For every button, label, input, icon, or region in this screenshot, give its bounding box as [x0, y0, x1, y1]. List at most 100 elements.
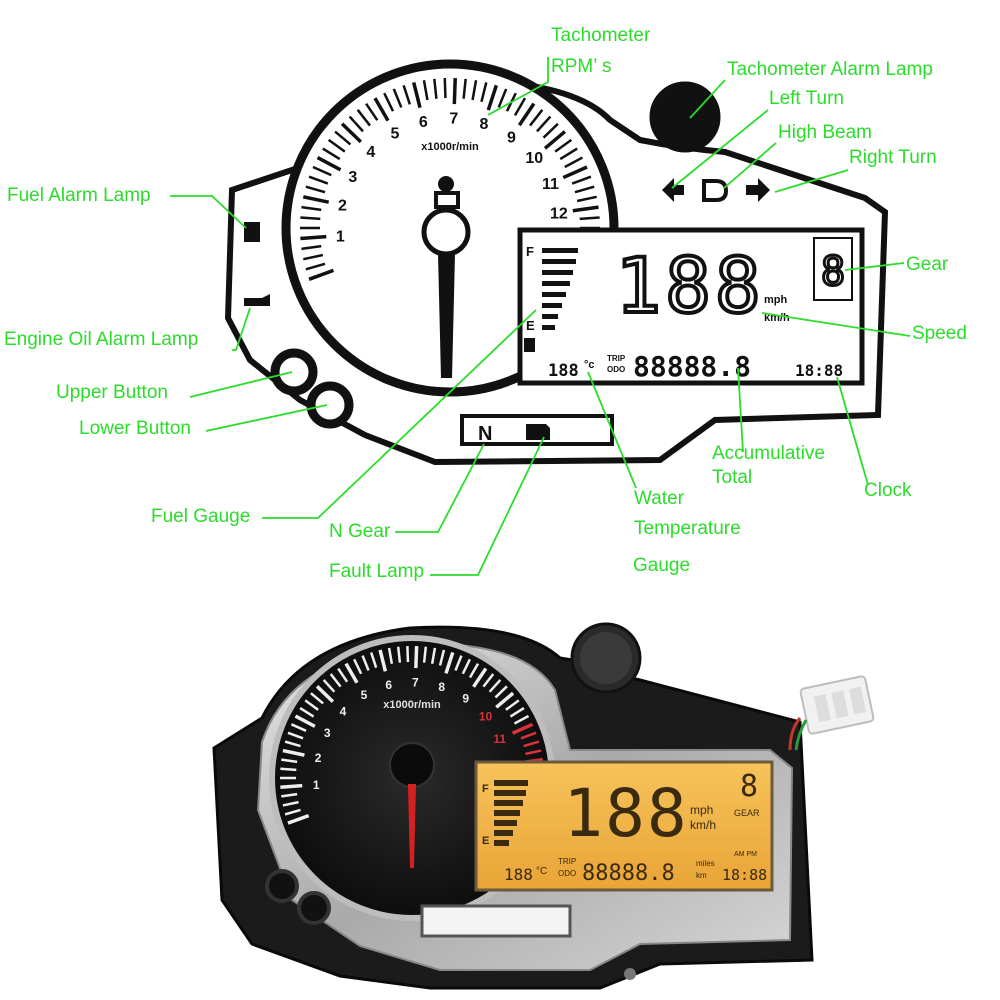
tach-tick [497, 88, 508, 108]
fuel-pump-icon [524, 338, 535, 352]
photo-tach-tick [488, 679, 502, 693]
photo-tach-tick [513, 714, 530, 725]
callout-upper-button: Upper Button [56, 382, 168, 403]
photo-tach-tick [284, 808, 301, 816]
photo-lower-button[interactable] [297, 891, 331, 925]
callout-water: Water [634, 488, 684, 509]
tach-tick [559, 147, 578, 161]
callout-speed: Speed [912, 323, 967, 344]
tach-tick [300, 216, 321, 221]
tach-tick [422, 80, 429, 101]
photo-tach-tick [280, 783, 303, 789]
photo-tach-tick [287, 813, 310, 825]
needle-bracket [434, 191, 460, 209]
callout-right-turn: Right Turn [849, 147, 937, 168]
tach-number: 4 [366, 144, 375, 161]
tach-number: 7 [449, 111, 458, 128]
photo-tach-tick [282, 800, 299, 807]
callout-fuel-gauge: Fuel Gauge [151, 506, 251, 527]
photo-tach-tick [282, 748, 305, 757]
tachometer-alarm-lamp [649, 81, 721, 153]
upper-button[interactable] [270, 348, 318, 396]
needle-hub [421, 207, 471, 257]
callout-accumulative: Accumulative [712, 443, 825, 464]
dashboard-photo: 123456789101112131415 x1000r/min F E 188… [212, 622, 875, 990]
photo-ampm-label: AM PM [734, 851, 757, 858]
tach-tick [300, 234, 327, 241]
gear-box [813, 237, 853, 301]
photo-tach-tick [468, 663, 480, 679]
tach-tick [308, 268, 335, 281]
photo-tach-tick [520, 731, 537, 740]
tach-tick [340, 122, 363, 144]
photo-upper-button[interactable] [265, 869, 299, 903]
tach-unit-label: x1000r/min [421, 141, 479, 153]
speed-unit-top: mph [764, 294, 788, 306]
photo-tach-tick [299, 706, 315, 718]
water-temp-digits: 188 [548, 361, 579, 381]
needle [438, 254, 455, 378]
tach-tick [308, 175, 329, 185]
tach-number: 11 [542, 176, 559, 193]
trip-label: TRIP [607, 354, 626, 363]
photo-tach-number: 9 [462, 692, 469, 706]
tach-tick [536, 115, 552, 133]
tach-tick [513, 97, 527, 117]
photo-tach-tick [294, 714, 316, 728]
photo-tach-number: 10 [479, 709, 493, 723]
photo-temp-digits: 188 [504, 865, 533, 884]
tach-tick [486, 84, 499, 111]
tach-number: 5 [391, 125, 400, 142]
photo-tach-number: 2 [315, 751, 322, 765]
photo-gear-digit: 8 [740, 769, 758, 804]
photo-tach-tick [344, 662, 359, 684]
tach-number: 2 [338, 198, 347, 215]
photo-tach-tick [430, 647, 437, 664]
photo-tach-tick [422, 646, 428, 663]
tach-tick [543, 130, 567, 150]
photo-tach-tick [505, 699, 520, 711]
photo-indicator-window [420, 904, 572, 938]
tach-tick [373, 97, 390, 122]
callout-n-gear: N Gear [329, 521, 391, 542]
photo-tach-number: 1 [313, 778, 320, 792]
callout-high-beam: High Beam [778, 122, 872, 143]
tach-tick [554, 138, 573, 153]
tach-number: 3 [348, 169, 357, 186]
photo-tach-tick [315, 685, 335, 703]
engine-oil-lamp-icon [244, 294, 270, 306]
callout-tachometer: Tachometer [551, 25, 651, 46]
callout-fault-lamp: Fault Lamp [329, 561, 425, 582]
photo-fuel-f: F [482, 783, 489, 795]
photo-tach-tick [444, 651, 455, 674]
photo-odo-digits: 88888.8 [582, 861, 675, 886]
gear-digit: 8 [821, 249, 845, 295]
tach-number: 8 [480, 116, 489, 133]
photo-tach-number: 11 [493, 732, 506, 746]
tach-tick [572, 205, 599, 213]
water-temp-unit: °c [584, 359, 595, 371]
photo-needle-hub [389, 742, 435, 788]
photo-tach-tick [387, 647, 394, 664]
callout-total: Total [712, 467, 753, 488]
photo-clock-digits: 18:88 [722, 866, 767, 884]
photo-gear-label: GEAR [734, 808, 760, 818]
odo-label: ODO [607, 365, 625, 374]
callout-gear: Gear [906, 254, 949, 275]
photo-tach-tick [509, 706, 525, 718]
photo-km-label: km [696, 871, 707, 880]
photo-tach-tick [310, 692, 324, 705]
lower-button[interactable] [306, 381, 354, 429]
tach-tick [471, 80, 478, 101]
tach-tick [579, 216, 600, 221]
photo-speed-unit-bottom: km/h [690, 818, 716, 832]
photo-tach-tick [370, 652, 378, 669]
tach-tick [383, 92, 395, 112]
tach-number: 9 [507, 129, 516, 146]
photo-tach-tick [322, 679, 336, 693]
speed-digits: 188 [615, 241, 764, 330]
photo-temp-unit: °C [536, 866, 547, 877]
tach-tick [452, 78, 457, 105]
photo-tach-tick [290, 723, 307, 732]
tach-tick [562, 165, 588, 180]
